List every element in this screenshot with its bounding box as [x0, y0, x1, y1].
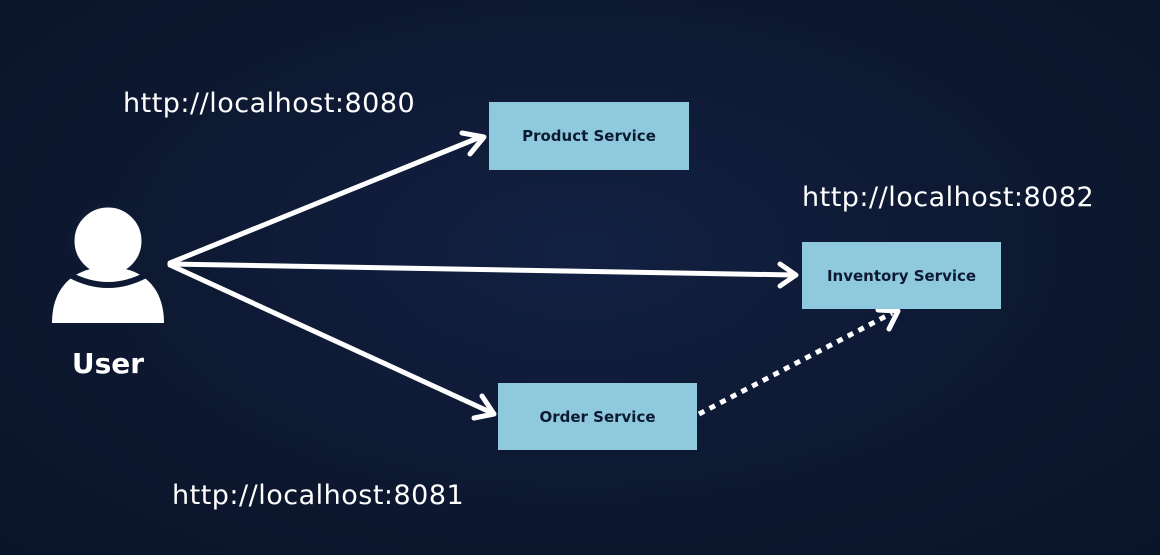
arrow-order-to-inventory-dotted	[697, 307, 901, 417]
product-service-label: Product Service	[522, 127, 656, 145]
inventory-service-url: http://localhost:8082	[802, 182, 1095, 213]
arrow-user-to-inventory	[167, 261, 799, 289]
user-label: User	[71, 347, 145, 380]
arrow-user-to-order	[167, 262, 497, 421]
order-service-label: Order Service	[539, 407, 656, 426]
order-service-url: http://localhost:8081	[172, 480, 465, 511]
arrow-user-to-product	[167, 130, 487, 266]
product-service-url: http://localhost:8080	[123, 88, 416, 119]
user-icon	[52, 203, 164, 323]
inventory-service-box[interactable]: Inventory Service	[802, 242, 1001, 309]
order-service-box[interactable]: Order Service	[498, 383, 697, 450]
product-service-box[interactable]: Product Service	[489, 102, 689, 170]
inventory-service-label: Inventory Service	[826, 266, 977, 285]
